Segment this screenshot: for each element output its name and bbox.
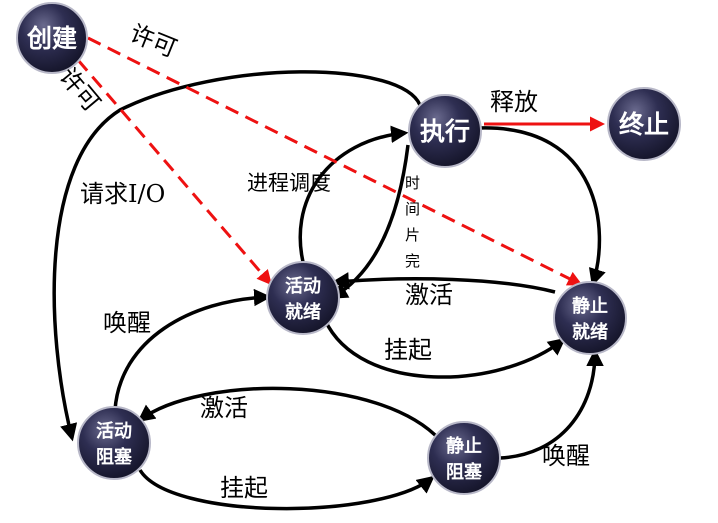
label-suspend-blocked: 挂起 bbox=[220, 474, 268, 502]
edge-permit-static bbox=[87, 36, 583, 286]
label-timeslice-2: 间 bbox=[405, 200, 420, 218]
node-static-ready-label-1: 静止 bbox=[572, 295, 608, 317]
label-request-io: 请求I/O bbox=[80, 180, 165, 208]
node-active-blocked: 活动 阻塞 bbox=[77, 406, 151, 480]
node-execute-label: 执行 bbox=[420, 117, 470, 146]
label-release: 释放 bbox=[490, 88, 538, 116]
edge-suspend-blocked bbox=[138, 469, 435, 511]
edge-activate-ready bbox=[331, 272, 556, 294]
node-static-ready-label-2: 就绪 bbox=[572, 321, 608, 343]
edge-activate-blocked bbox=[137, 386, 442, 442]
node-active-blocked-label-2: 阻塞 bbox=[96, 446, 133, 468]
label-timeslice-4: 完 bbox=[405, 252, 420, 270]
label-activate-ready: 激活 bbox=[405, 281, 453, 309]
node-execute: 执行 bbox=[408, 94, 482, 168]
node-create-label: 创建 bbox=[26, 24, 77, 53]
label-timeslice-3: 片 bbox=[405, 226, 420, 244]
red-edges bbox=[76, 36, 605, 286]
label-schedule: 进程调度 bbox=[247, 171, 331, 195]
node-static-blocked-label-2: 阻塞 bbox=[446, 461, 483, 483]
label-activate-blocked: 激活 bbox=[200, 394, 248, 422]
node-active-blocked-label-1: 活动 bbox=[96, 420, 132, 442]
node-static-blocked: 静止 阻塞 bbox=[427, 421, 501, 495]
edge-wakeup-active bbox=[113, 288, 272, 411]
edge-suspend-ready bbox=[323, 319, 566, 379]
node-active-ready: 活动 就绪 bbox=[266, 261, 340, 335]
node-static-blocked-label-1: 静止 bbox=[446, 435, 482, 457]
node-terminate-label: 终止 bbox=[619, 110, 669, 139]
node-terminate: 终止 bbox=[607, 87, 681, 161]
node-static-ready: 静止 就绪 bbox=[553, 281, 627, 355]
edge-request-io bbox=[52, 70, 422, 442]
edge-schedule bbox=[298, 125, 409, 271]
solid-edges bbox=[52, 70, 606, 511]
label-wakeup-static: 唤醒 bbox=[542, 442, 590, 470]
label-suspend-ready: 挂起 bbox=[384, 336, 432, 364]
label-wakeup-active: 唤醒 bbox=[103, 309, 151, 337]
edge-execute-to-static-ready bbox=[479, 126, 606, 287]
edge-wakeup-static bbox=[499, 348, 604, 460]
label-permit-static: 许可 bbox=[126, 19, 181, 63]
label-timeslice-1: 时 bbox=[405, 174, 420, 192]
node-active-ready-label-1: 活动 bbox=[285, 275, 321, 297]
edge-permit-active bbox=[76, 59, 272, 286]
node-active-ready-label-2: 就绪 bbox=[285, 301, 321, 323]
node-create: 创建 bbox=[16, 2, 88, 74]
